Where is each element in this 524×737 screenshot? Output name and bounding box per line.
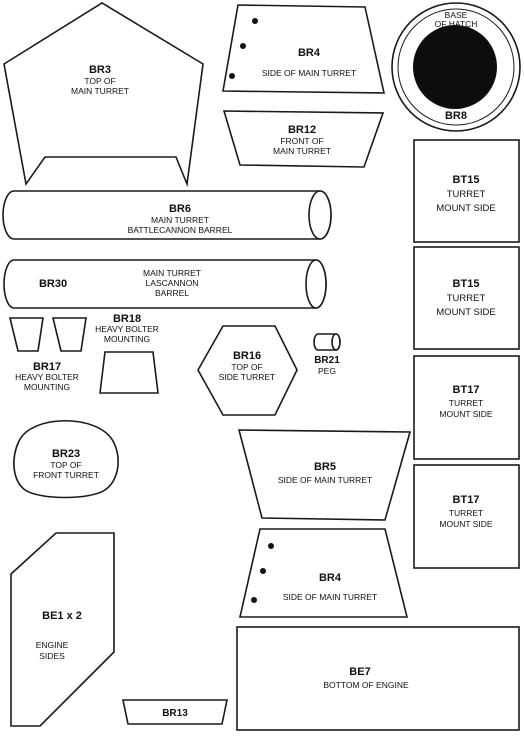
part-description-line: TURRET	[447, 189, 486, 200]
part-code: BT15	[453, 278, 480, 290]
part-code: BR18	[113, 313, 141, 325]
part-code: BT17	[453, 384, 480, 396]
part-code: BE1 x 2	[42, 610, 82, 622]
part-br8-base-of-hatch: BASE OF HATCH BR8	[391, 2, 521, 132]
part-description-line: MOUNT SIDE	[436, 307, 495, 318]
part-code: BR3	[89, 64, 111, 76]
part-code: BE7	[349, 666, 370, 678]
part-description-line: FRONT TURRET	[33, 470, 99, 480]
part-description-line: FRONT OF	[280, 136, 323, 146]
part-description-line: BASE	[445, 10, 468, 20]
part-br30-lascannon-barrel: BR30 MAIN TURRET LASCANNON BARREL	[3, 259, 327, 309]
part-description-line: HEAVY BOLTER	[95, 324, 159, 334]
part-code: BR6	[169, 203, 191, 215]
part-description-line: SIDE OF MAIN TURRET	[278, 475, 372, 485]
part-description-line: MAIN TURRET	[143, 268, 201, 278]
hatch-disc	[413, 25, 497, 109]
hole-marker	[229, 73, 235, 79]
part-description-line: MAIN TURRET	[71, 86, 129, 96]
part-code: BT17	[453, 494, 480, 506]
part-bt17-turret-mount-side-b: BT17 TURRET MOUNT SIDE	[413, 464, 520, 569]
part-description-line: TURRET	[449, 398, 483, 408]
part-code: BR4	[298, 47, 321, 59]
part-description-line: LASCANNON	[146, 278, 199, 288]
part-bt15-turret-mount-side-b: BT15 TURRET MOUNT SIDE	[413, 246, 520, 350]
part-br4-side-of-main-turret-bottom: BR4 SIDE OF MAIN TURRET	[238, 528, 409, 618]
part-code: BR8	[445, 110, 467, 122]
part-be1-engine-sides: BE1 x 2 ENGINE SIDES	[10, 532, 115, 727]
part-code: BR17	[33, 361, 61, 373]
part-description-line: TURRET	[449, 508, 483, 518]
hole-marker	[260, 568, 266, 574]
part-br21-peg: BR21 PEG	[313, 333, 341, 376]
part-code: BR16	[233, 350, 261, 362]
part-code: BR4	[319, 572, 342, 584]
part-code: BR12	[288, 124, 316, 136]
part-description-line: TOP OF	[231, 362, 262, 372]
part-description-line: TOP OF	[50, 460, 81, 470]
part-code: BR13	[162, 708, 188, 719]
hole-marker	[252, 18, 258, 24]
part-description-line: MOUNT SIDE	[436, 203, 495, 214]
part-description-line: SIDE OF MAIN TURRET	[262, 68, 356, 78]
part-description-line: ENGINE	[36, 640, 69, 650]
part-description-line: BARREL	[155, 288, 189, 298]
part-br23-top-of-front-turret: BR23 TOP OF FRONT TURRET	[13, 419, 119, 499]
part-br17-heavy-bolter-mounting: BR17 HEAVY BOLTER MOUNTING	[8, 317, 87, 392]
part-description-line: MOUNTING	[104, 334, 150, 344]
part-description-line: MOUNT SIDE	[439, 409, 493, 419]
part-description-line: TURRET	[447, 293, 486, 304]
part-description-line: HEAVY BOLTER	[15, 372, 79, 382]
part-br16-top-of-side-turret: BR16 TOP OF SIDE TURRET	[197, 325, 298, 416]
part-br4-side-of-main-turret-top: BR4 SIDE OF MAIN TURRET	[222, 4, 385, 94]
hole-marker	[268, 543, 274, 549]
part-description-line: MOUNT SIDE	[439, 519, 493, 529]
part-bt17-turret-mount-side-a: BT17 TURRET MOUNT SIDE	[413, 355, 520, 460]
part-code: BR21	[314, 355, 340, 366]
part-description-line: OF HATCH	[435, 19, 478, 29]
part-br18-heavy-bolter-mounting: BR18 HEAVY BOLTER MOUNTING	[95, 313, 159, 394]
part-code: BR23	[52, 448, 80, 460]
part-code: BR5	[314, 461, 336, 473]
part-description-line: SIDE OF MAIN TURRET	[283, 592, 377, 602]
part-br5-side-of-main-turret: BR5 SIDE OF MAIN TURRET	[237, 429, 412, 521]
part-code: BR30	[39, 278, 67, 290]
part-description-line: PEG	[318, 366, 336, 376]
part-code: BT15	[453, 174, 480, 186]
hole-marker	[240, 43, 246, 49]
part-description-line: SIDES	[39, 651, 65, 661]
part-br13: BR13	[122, 699, 228, 725]
part-description-line: MOUNTING	[24, 382, 70, 392]
part-description-line: BOTTOM OF ENGINE	[323, 680, 409, 690]
part-description-line: SIDE TURRET	[219, 372, 276, 382]
part-bt15-turret-mount-side-a: BT15 TURRET MOUNT SIDE	[413, 139, 520, 243]
part-description-line: MAIN TURRET	[273, 146, 331, 156]
part-description-line: TOP OF	[84, 76, 115, 86]
part-be7-bottom-of-engine: BE7 BOTTOM OF ENGINE	[236, 626, 520, 731]
part-br12-front-of-main-turret: BR12 FRONT OF MAIN TURRET	[222, 110, 385, 168]
part-description-line: BATTLECANNON BARREL	[128, 225, 233, 235]
part-description-line: MAIN TURRET	[151, 215, 209, 225]
part-br6-battlecannon-barrel: BR6 MAIN TURRET BATTLECANNON BARREL	[2, 190, 332, 240]
hole-marker	[251, 597, 257, 603]
part-br3-top-of-main-turret: BR3 TOP OF MAIN TURRET	[3, 2, 204, 188]
